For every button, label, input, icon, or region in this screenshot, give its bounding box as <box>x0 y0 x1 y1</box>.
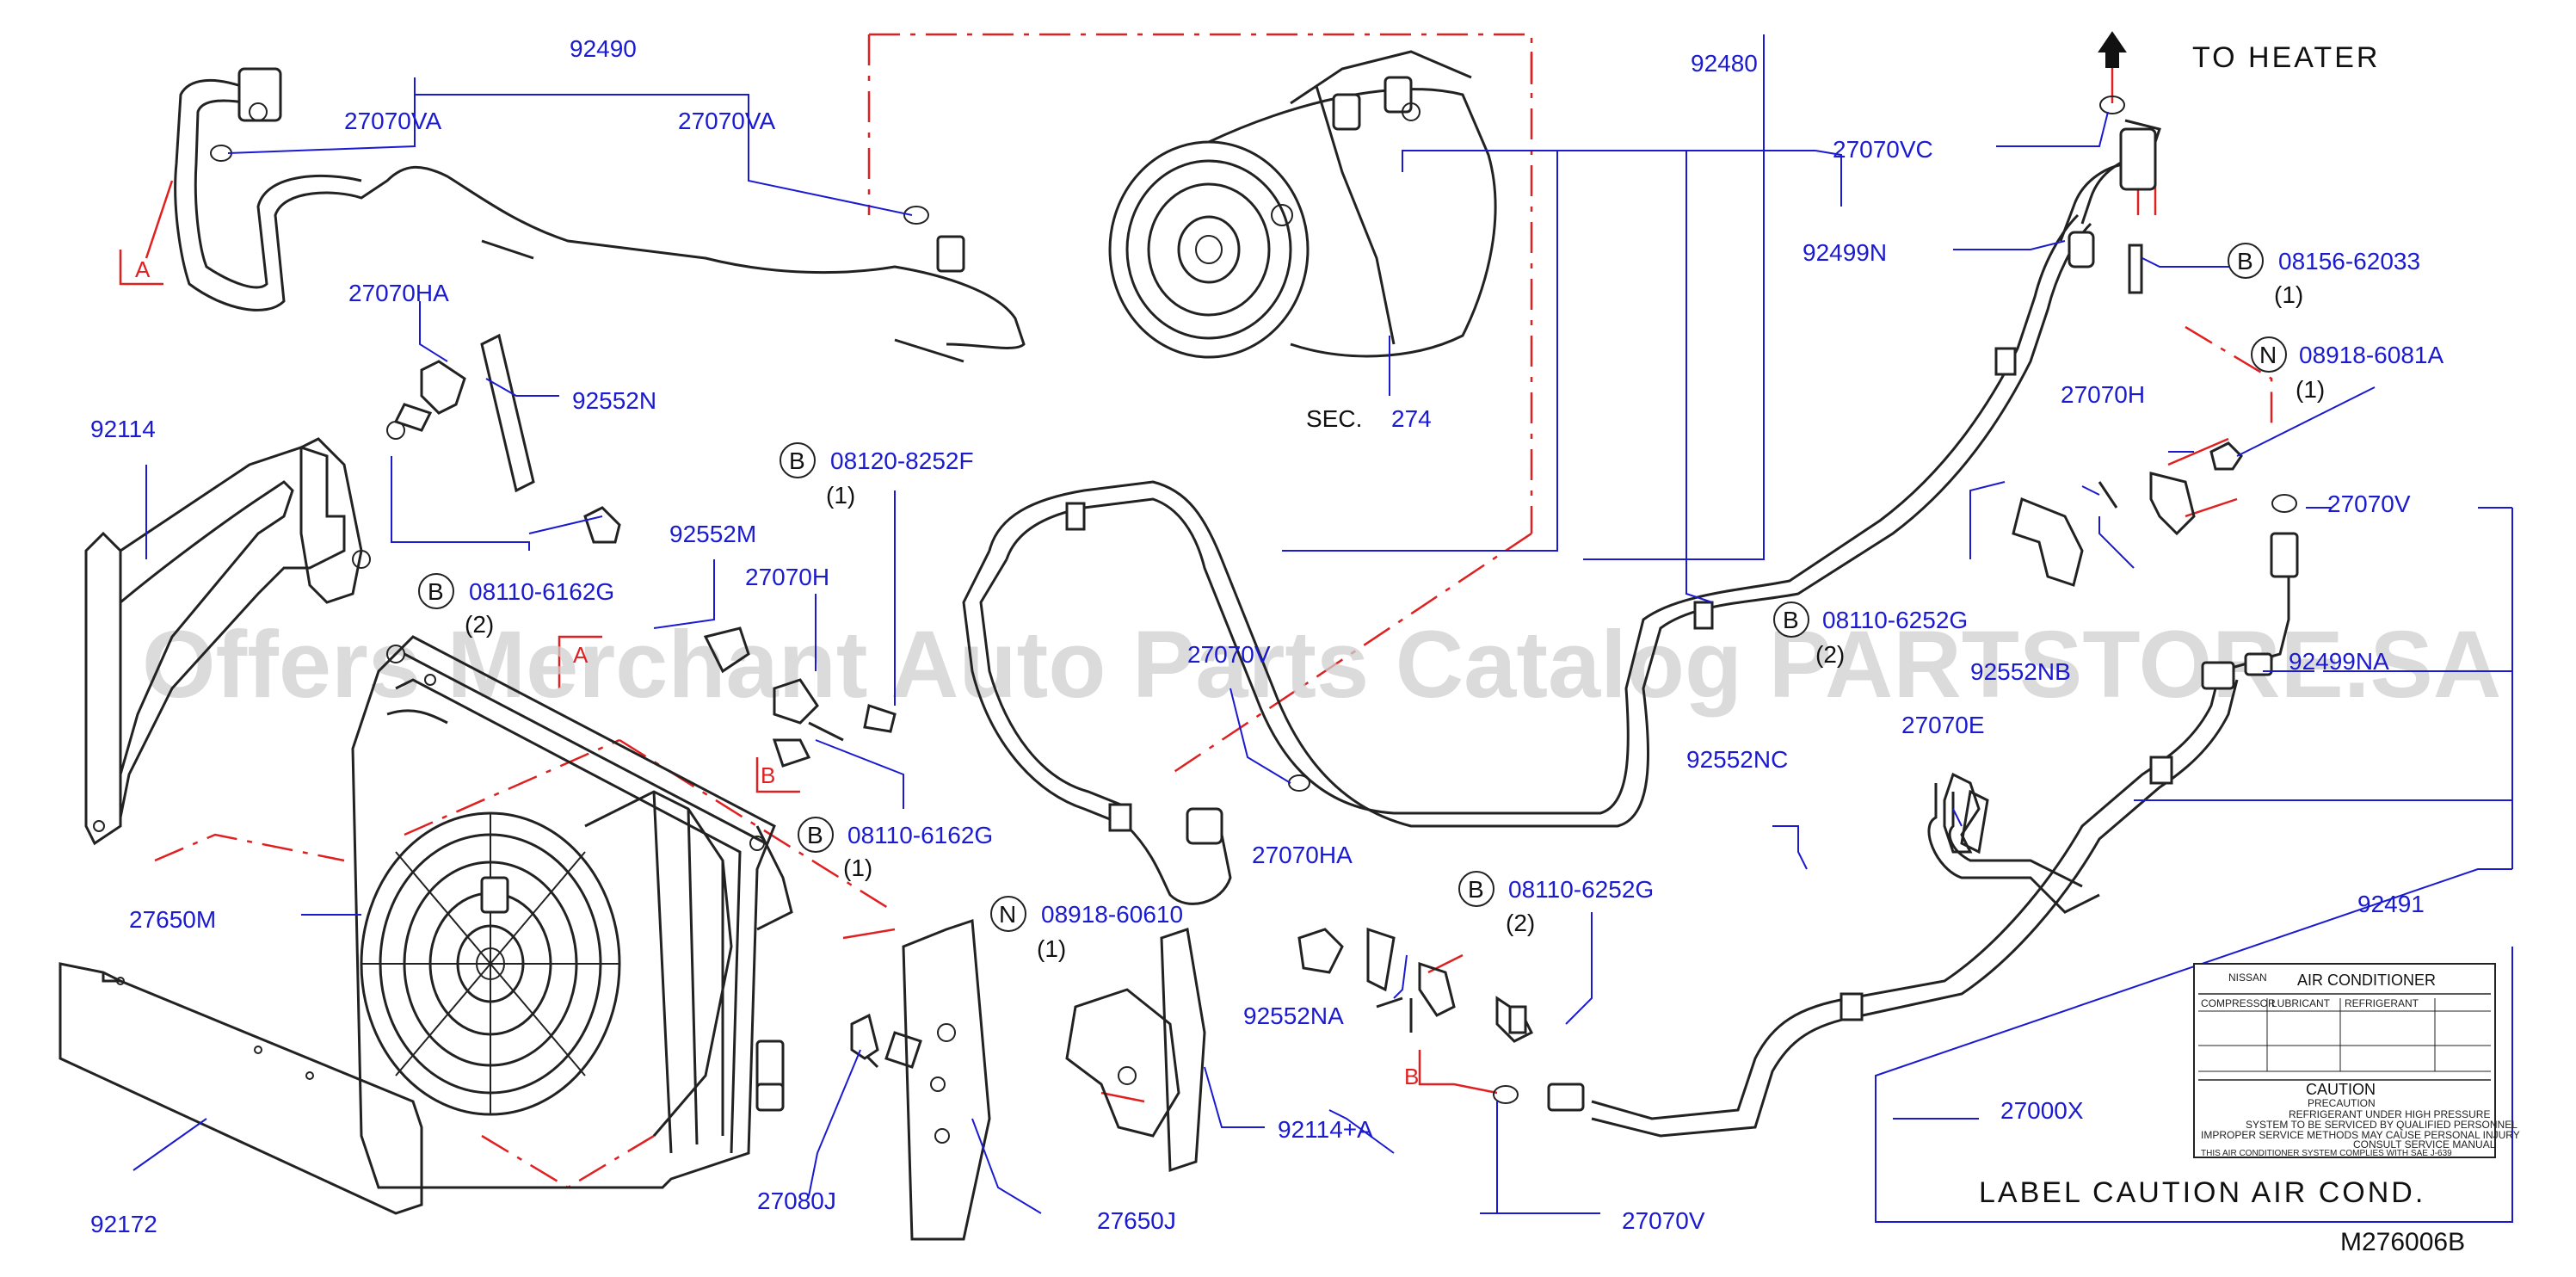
svg-text:N: N <box>2259 342 2277 368</box>
part-92491: 92491 <box>2357 891 2425 917</box>
marker-a-left: A <box>135 256 151 282</box>
qty-08120-8252f: (1) <box>826 482 855 509</box>
qty-08110-6162g-bottom: (1) <box>843 854 872 881</box>
part-08918-6081a: 08918-6081A <box>2299 342 2444 368</box>
part-08110-6252g-mid: 08110-6252G <box>1822 607 1968 633</box>
part-92499na: 92499NA <box>2289 648 2389 675</box>
to-heater-note: TO HEATER <box>2192 41 2380 74</box>
marker-n-08918-6081a: N <box>2251 336 2287 373</box>
svg-text:REFRIGERANT: REFRIGERANT <box>2345 997 2419 1009</box>
svg-text:B: B <box>1468 876 1484 903</box>
svg-text:NISSAN: NISSAN <box>2228 972 2267 984</box>
svg-text:B: B <box>1783 607 1799 633</box>
marker-b-08110-6252g-bottom: B <box>1458 871 1494 907</box>
svg-text:THIS AIR CONDITIONER SYSTEM: THIS AIR CONDITIONER SYSTEM COMPLIES WIT… <box>2201 1149 2452 1158</box>
part-27650j: 27650J <box>1097 1207 1176 1234</box>
svg-text:B: B <box>807 822 823 848</box>
part-08156-62033: 08156-62033 <box>2278 248 2420 275</box>
svg-text:B: B <box>428 578 444 605</box>
hose-bracket <box>237 67 282 122</box>
part-27070va-right: 27070VA <box>678 108 775 134</box>
part-92552n: 92552N <box>572 387 656 414</box>
part-92552nc: 92552NC <box>1686 746 1788 773</box>
svg-text:CONSULT SERVICE MANUAL: CONSULT SERVICE MANUAL <box>2353 1138 2496 1151</box>
svg-text:N: N <box>999 901 1016 928</box>
part-08918-60610: 08918-60610 <box>1041 901 1183 928</box>
part-27070v-right: 27070V <box>2327 490 2411 517</box>
part-27070h-mid: 27070H <box>745 564 829 590</box>
leader-lines <box>132 34 2513 1223</box>
svg-text:CAUTION: CAUTION <box>2306 1081 2376 1098</box>
svg-text:IMPROPER SERVICE METHODS MA: IMPROPER SERVICE METHODS MAY CAUSE PERSO… <box>2201 1129 2520 1141</box>
part-92552na: 92552NA <box>1243 1002 1344 1029</box>
sec-label: SEC. <box>1306 405 1362 432</box>
part-08110-6162g-top: 08110-6162G <box>469 578 614 605</box>
part-92480: 92480 <box>1691 50 1758 77</box>
part-27070ha-top: 27070HA <box>348 280 449 306</box>
qty-08110-6252g-bottom: (2) <box>1506 910 1535 936</box>
svg-text:B: B <box>789 447 805 474</box>
part-27070va-left: 27070VA <box>344 108 441 134</box>
part-labels: 92490 27070VA 27070VA 27070HA 92552N 921… <box>90 35 2465 1256</box>
line-art <box>59 31 2299 1241</box>
svg-text:AIR CONDITIONER: AIR CONDITIONER <box>2297 972 2436 989</box>
qty-08156-62033: (1) <box>2274 281 2303 308</box>
label-caution-caption: LABEL CAUTION AIR COND. <box>1979 1176 2425 1209</box>
reference-markers: B B B N B B B N A A B <box>135 243 2287 1089</box>
ac-caution-label: NISSAN AIR CONDITIONER COMPRESSOR LUBRIC… <box>2193 963 2520 1158</box>
qty-08918-6081a: (1) <box>2296 376 2325 403</box>
part-92552m: 92552M <box>669 521 756 547</box>
sec-number: 274 <box>1391 405 1432 432</box>
svg-text:LUBRICANT: LUBRICANT <box>2271 997 2331 1009</box>
part-27070vc: 27070VC <box>1833 136 1933 163</box>
part-92114: 92114 <box>90 416 156 442</box>
marker-b-08156: B <box>2228 243 2264 279</box>
marker-n-08918-60610: N <box>990 896 1026 932</box>
marker-b-08110-6252g-mid: B <box>1773 601 1809 638</box>
svg-text:REFRIGERANT UNDER HIGH PRES: REFRIGERANT UNDER HIGH PRESSURE <box>2289 1108 2490 1120</box>
qty-08110-6162g-top: (2) <box>465 611 494 638</box>
part-92490: 92490 <box>570 35 637 62</box>
qty-08918-60610: (1) <box>1037 935 1066 962</box>
marker-a-mid: A <box>573 642 589 668</box>
part-92114a: 92114+A <box>1278 1116 1373 1143</box>
part-08110-6162g-bottom: 08110-6162G <box>847 822 993 848</box>
part-27000x: 27000X <box>2000 1097 2084 1124</box>
svg-text:PRECAUTION: PRECAUTION <box>2308 1097 2376 1109</box>
part-27070ha-bottom: 27070HA <box>1252 842 1353 868</box>
marker-b-08120: B <box>780 442 816 478</box>
part-08110-6252g-bottom: 08110-6252G <box>1508 876 1654 903</box>
compressor <box>1108 50 1497 359</box>
marker-b-red-right: B <box>1404 1064 1419 1089</box>
part-92172: 92172 <box>90 1211 157 1237</box>
part-27070e: 27070E <box>1901 712 1985 738</box>
diagram-code: M276006B <box>2340 1228 2465 1256</box>
part-27070v-bottom: 27070V <box>1622 1207 1705 1234</box>
part-08120-8252f: 08120-8252F <box>830 447 974 474</box>
part-27070h-right: 27070H <box>2061 381 2145 408</box>
marker-b-red-left: B <box>761 762 775 788</box>
part-27080j: 27080J <box>757 1188 836 1214</box>
marker-b-08110-6162g-bottom: B <box>798 817 834 853</box>
marker-b-08110-6162g-top: B <box>418 573 454 609</box>
svg-text:SYSTEM TO BE SERVICED BY: SYSTEM TO BE SERVICED BY QUALIFIED PERSO… <box>2246 1119 2517 1131</box>
part-27650m: 27650M <box>129 906 216 933</box>
qty-08110-6252g-mid: (2) <box>1815 641 1845 668</box>
part-27070v-center: 27070V <box>1187 641 1271 668</box>
part-92552nb: 92552NB <box>1970 658 2071 685</box>
condenser-fan-assembly <box>351 635 793 1189</box>
part-92499n: 92499N <box>1803 239 1887 266</box>
svg-text:COMPRESSOR: COMPRESSOR <box>2201 997 2276 1009</box>
svg-text:B: B <box>2237 248 2253 275</box>
